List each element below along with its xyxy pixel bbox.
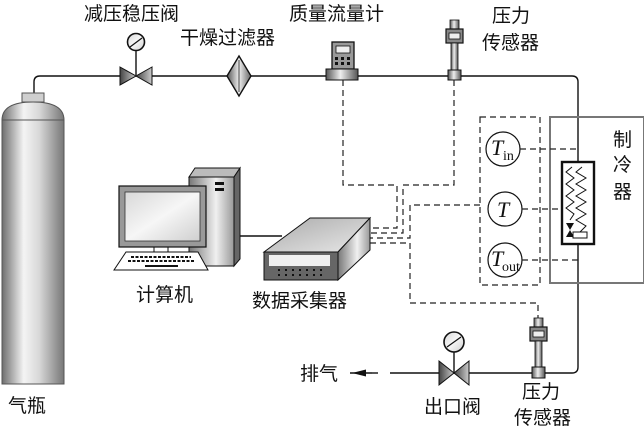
signal-line-pressure-top	[370, 80, 455, 234]
outlet-valve-label: 出口阀	[424, 396, 481, 418]
dryer-filter	[226, 54, 252, 98]
pressure-reducing-valve	[119, 32, 153, 86]
svg-text:in: in	[503, 149, 514, 164]
svg-text:out: out	[502, 260, 520, 275]
gas-cylinder	[1, 92, 65, 385]
pressure-sensor-top	[445, 19, 464, 81]
pressure-sensor-bottom-label-1: 压力	[522, 381, 560, 403]
mass-flow-meter-label: 质量流量计	[289, 3, 384, 25]
refrigerator-label-3: 器	[613, 181, 632, 203]
signal-line-flow-meter	[342, 80, 398, 229]
dryer-filter-label: 干燥过滤器	[180, 27, 275, 49]
temperature-sensor-group	[479, 116, 541, 286]
refrigerator-label-1: 制	[613, 129, 632, 151]
temperature-sensor-t: T	[487, 191, 523, 227]
temperature-sensor-tin: T in	[485, 131, 521, 167]
refrigerator-label-2: 冷	[613, 154, 632, 176]
temperature-sensor-tout: T out	[487, 242, 523, 278]
data-acquisition-label: 数据采集器	[252, 290, 347, 312]
outlet-valve	[438, 331, 470, 387]
heat-exchanger-coil	[560, 160, 596, 246]
computer	[113, 166, 241, 271]
svg-text:T: T	[491, 135, 505, 160]
gas-cylinder-label: 气瓶	[8, 395, 46, 417]
pressure-sensor-bottom-label-2: 传感器	[514, 407, 571, 429]
data-acquisition-unit	[262, 216, 372, 282]
pressure-sensor-bottom	[529, 317, 548, 379]
pressure-reducing-valve-label: 减压稳压阀	[84, 3, 179, 25]
signal-line-pressure-bottom	[370, 242, 539, 318]
svg-text:T: T	[497, 197, 511, 222]
svg-text:T: T	[491, 246, 505, 271]
refrigerator	[549, 116, 644, 284]
pressure-sensor-top-label-2: 传感器	[482, 32, 539, 54]
computer-label: 计算机	[136, 284, 193, 306]
mass-flow-meter	[325, 41, 359, 81]
exhaust-label: 排气	[300, 363, 338, 385]
signal-line-t-sensor	[370, 204, 480, 239]
exhaust-arrow	[350, 369, 378, 377]
pressure-sensor-top-label-1: 压力	[492, 5, 530, 27]
gas-pipe-main	[33, 75, 579, 374]
